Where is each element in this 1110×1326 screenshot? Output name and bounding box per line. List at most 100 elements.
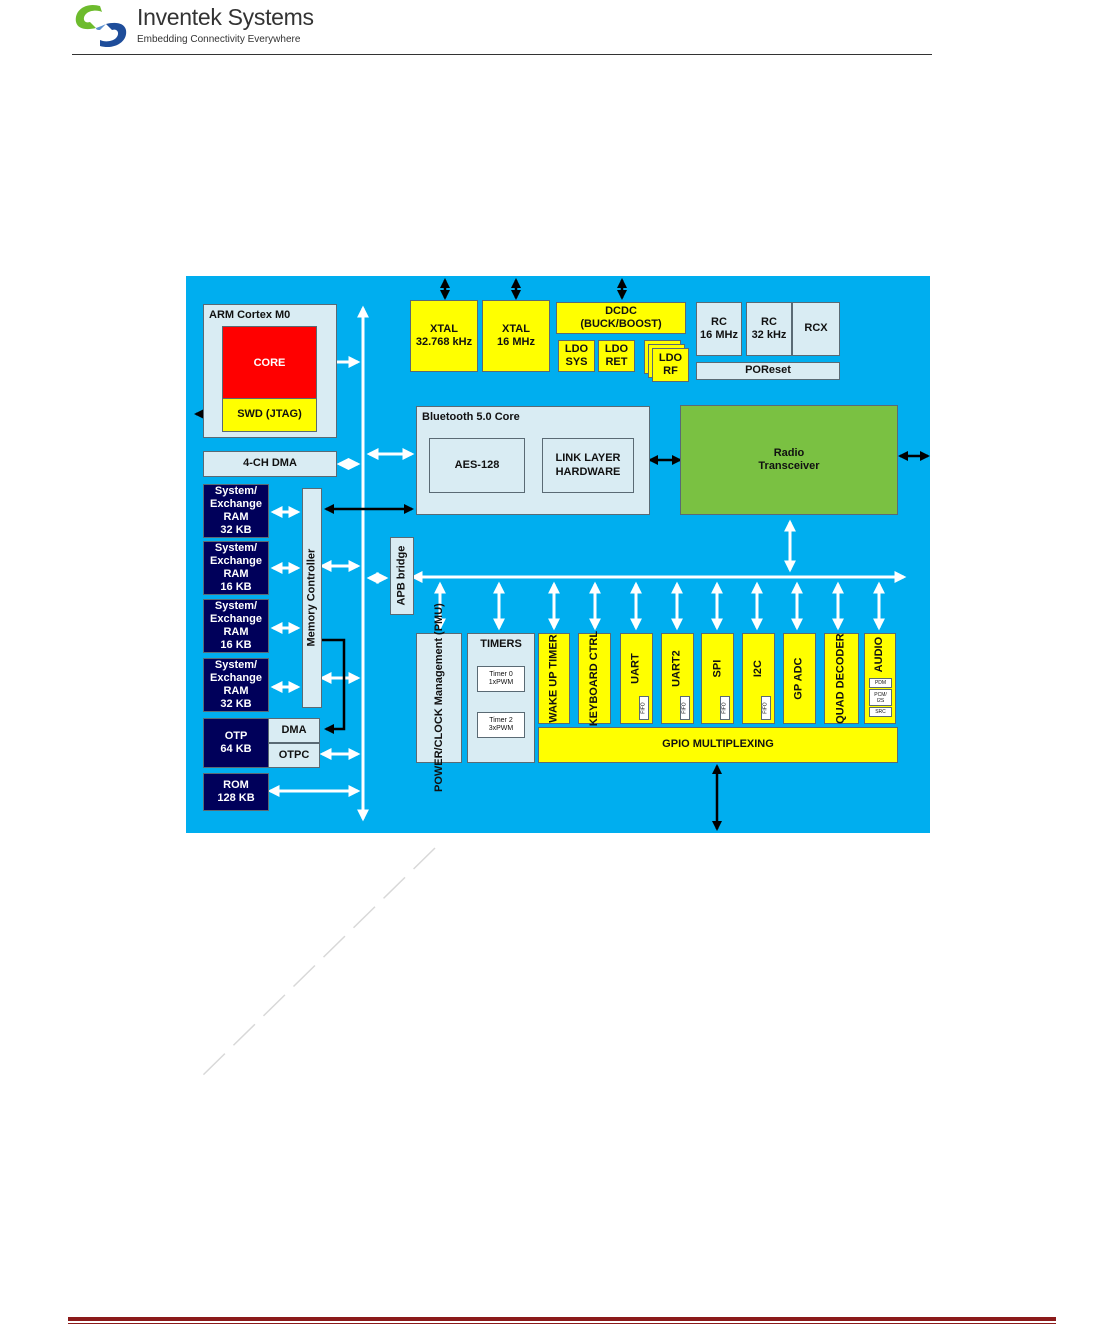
- fifo-tag: FIFO: [680, 696, 690, 720]
- ram-label: System/ Exchange RAM 32 KB: [210, 658, 262, 711]
- src-block: SRC: [869, 707, 892, 717]
- core-label: CORE: [253, 357, 286, 370]
- audio-label: AUDIO: [873, 636, 886, 673]
- rc-16m-block: RC 16 MHz: [696, 302, 742, 356]
- fifo-tag: FIFO: [720, 696, 730, 720]
- aes-label: AES-128: [454, 458, 500, 471]
- rc-32k-label: RC 32 kHz: [751, 315, 787, 341]
- memory-controller-block: Memory Controller: [302, 488, 322, 708]
- pcm-i2s-block: PCM/ I2S: [869, 689, 892, 706]
- fifo-tag: FIFO: [639, 696, 649, 720]
- dma-4ch-block: 4-CH DMA: [203, 451, 337, 477]
- rc-16m-label: RC 16 MHz: [700, 315, 738, 341]
- rom-label: ROM 128 KB: [217, 778, 255, 804]
- block-diagram: ARM Cortex M0 CORE SWD (JTAG) 4-CH DMA S…: [186, 276, 930, 833]
- ram-block-1: System/ Exchange RAM 32 KB: [203, 484, 269, 538]
- memory-controller-label: Memory Controller: [305, 549, 318, 647]
- quad-decoder-block: QUAD DECODER: [824, 633, 859, 724]
- arm-cortex-label: ARM Cortex M0: [209, 309, 291, 321]
- timer0-label: Timer 0 1xPWM: [488, 670, 514, 686]
- ldo-ret-label: LDO RET: [604, 342, 629, 368]
- radio-transceiver-block: Radio Transceiver: [680, 405, 898, 515]
- keyboard-ctrl-label: KEYBOARD CTRL: [587, 630, 600, 727]
- footer-rule: [68, 1317, 1056, 1321]
- wakeup-timer-block: WAKE UP TIMER: [538, 633, 570, 724]
- company-name: Inventek Systems: [137, 4, 314, 30]
- fifo-label: FIFO: [641, 702, 648, 714]
- ldo-rf-label: LDO RF: [658, 351, 683, 377]
- otp-block: OTP 64 KB: [203, 718, 269, 768]
- otp-label: OTP 64 KB: [220, 729, 252, 755]
- quad-decoder-label: QUAD DECODER: [834, 633, 847, 724]
- xtal-32k-label: XTAL 32.768 kHz: [415, 322, 473, 348]
- fifo-label: FIFO: [763, 702, 770, 714]
- i2c-label: I2C: [751, 659, 764, 678]
- otp-dma-block: DMA: [268, 718, 320, 743]
- timers-label: TIMERS: [480, 638, 522, 650]
- uart2-label: UART2: [670, 650, 683, 687]
- ram-block-2: System/ Exchange RAM 16 KB: [203, 541, 269, 595]
- poreset-block: POReset: [696, 362, 840, 380]
- pmu-label: POWER/CLOCK Management (PMU): [432, 603, 445, 793]
- keyboard-ctrl-block: KEYBOARD CTRL: [578, 630, 611, 727]
- ram-label: System/ Exchange RAM 32 KB: [210, 484, 262, 537]
- ldo-ret-block: LDO RET: [598, 340, 635, 372]
- rom-block: ROM 128 KB: [203, 773, 269, 811]
- ldo-sys-block: LDO SYS: [558, 340, 595, 372]
- fifo-tag: FIFO: [761, 696, 771, 720]
- src-label: SRC: [875, 709, 886, 715]
- faint-diagonal-line: [199, 847, 436, 1079]
- xtal-16m-label: XTAL 16 MHz: [497, 322, 535, 348]
- dcdc-label: DCDC (BUCK/BOOST): [580, 304, 662, 330]
- core-block: CORE: [222, 326, 317, 402]
- bluetooth-core-label: Bluetooth 5.0 Core: [422, 411, 520, 423]
- ram-block-4: System/ Exchange RAM 32 KB: [203, 658, 269, 712]
- fifo-label: FIFO: [682, 702, 689, 714]
- pcm-i2s-label: PCM/ I2S: [874, 691, 887, 704]
- gpio-multiplexing-label: GPIO MULTIPLEXING: [662, 738, 774, 751]
- company-logo: [75, 4, 127, 48]
- timer2-label: Timer 2 3xPWM: [488, 716, 514, 732]
- dcdc-block: DCDC (BUCK/BOOST): [556, 302, 686, 334]
- timer2-block: Timer 2 3xPWM: [477, 712, 525, 738]
- pdm-block: PDM: [869, 678, 892, 688]
- pmu-block: POWER/CLOCK Management (PMU): [416, 604, 462, 792]
- timers-block: TIMERS: [467, 633, 535, 763]
- radio-transceiver-label: Radio Transceiver: [758, 446, 820, 472]
- dma-4ch-label: 4-CH DMA: [243, 457, 297, 470]
- gpio-multiplexing-block: GPIO MULTIPLEXING: [538, 727, 898, 763]
- xtal-32k-block: XTAL 32.768 kHz: [410, 300, 478, 372]
- link-layer-label: LINK LAYER HARDWARE: [555, 452, 621, 478]
- xtal-16m-block: XTAL 16 MHz: [482, 300, 550, 372]
- rcx-block: RCX: [792, 302, 840, 356]
- timer0-block: Timer 0 1xPWM: [477, 666, 525, 692]
- ldo-sys-label: LDO SYS: [564, 342, 589, 368]
- gpadc-label: GP ADC: [792, 657, 805, 700]
- rcx-label: RCX: [804, 322, 828, 335]
- uart-label: UART: [629, 653, 642, 684]
- header-divider: [72, 54, 932, 55]
- ram-label: System/ Exchange RAM 16 KB: [210, 599, 262, 652]
- gpadc-block: GP ADC: [783, 633, 816, 724]
- apb-bridge-block: APB bridge: [390, 537, 414, 615]
- aes-block: AES-128: [429, 438, 525, 493]
- company-tagline: Embedding Connectivity Everywhere: [137, 34, 301, 45]
- ram-block-3: System/ Exchange RAM 16 KB: [203, 599, 269, 653]
- pdm-label: PDM: [874, 680, 887, 686]
- otpc-block: OTPC: [268, 743, 320, 768]
- swd-label: SWD (JTAG): [237, 408, 302, 421]
- ram-label: System/ Exchange RAM 16 KB: [210, 541, 262, 594]
- ldo-rf-block: LDO RF: [652, 348, 689, 382]
- apb-bridge-label: APB bridge: [395, 546, 408, 606]
- link-layer-block: LINK LAYER HARDWARE: [542, 438, 634, 493]
- wakeup-timer-label: WAKE UP TIMER: [547, 634, 560, 723]
- swd-block: SWD (JTAG): [222, 398, 317, 432]
- otp-dma-label: DMA: [281, 723, 307, 736]
- footer-rule-thin: [68, 1323, 1056, 1324]
- rc-32k-block: RC 32 kHz: [746, 302, 792, 356]
- uart2-block: UART2: [661, 633, 694, 724]
- otpc-label: OTPC: [278, 748, 310, 761]
- poreset-label: POReset: [745, 364, 791, 377]
- spi-label: SPI: [710, 659, 723, 678]
- fifo-label: FIFO: [722, 702, 729, 714]
